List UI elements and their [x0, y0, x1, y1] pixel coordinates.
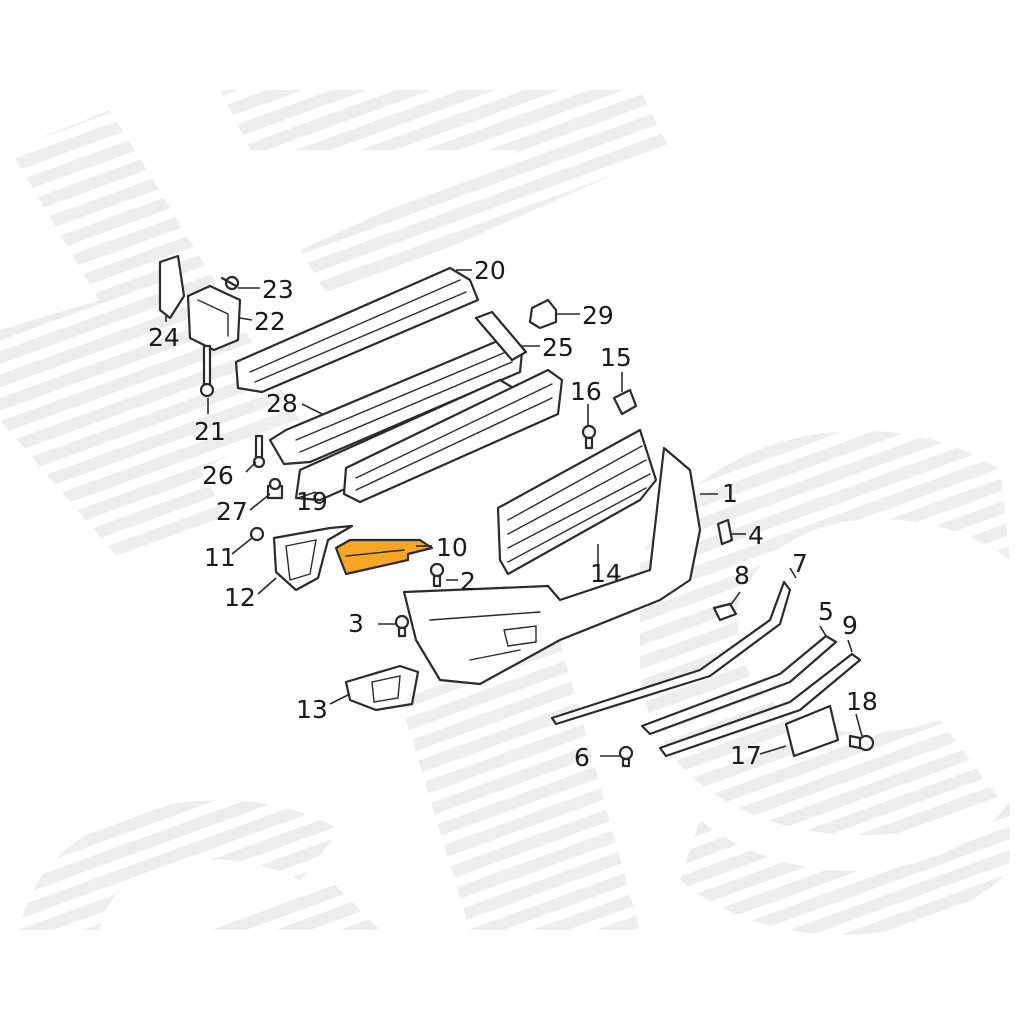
callout-27: 27 — [216, 497, 248, 526]
part-18-fastener — [848, 734, 875, 752]
callout-11: 11 — [204, 543, 236, 572]
callout-14: 14 — [590, 559, 622, 588]
callout-28: 28 — [266, 389, 298, 418]
callout-18: 18 — [846, 687, 878, 716]
callout-2: 2 — [460, 567, 476, 596]
callout-13: 13 — [296, 695, 328, 724]
part-4-bracket — [716, 518, 734, 546]
callout-12: 12 — [224, 583, 256, 612]
part-28-carrier — [268, 310, 528, 466]
callout-17: 17 — [730, 741, 762, 770]
part-8-bracket — [712, 602, 738, 622]
callout-1: 1 — [722, 479, 738, 508]
callout-8: 8 — [734, 561, 750, 590]
callout-20: 20 — [474, 256, 506, 285]
part-10-air-duct — [334, 538, 434, 576]
callout-7: 7 — [792, 549, 808, 578]
part-14-grille — [496, 428, 658, 576]
callout-6: 6 — [574, 743, 590, 772]
callout-3: 3 — [348, 609, 364, 638]
part-9-trim — [658, 652, 862, 758]
callout-24: 24 — [148, 323, 180, 352]
part-2-clip — [429, 562, 445, 588]
part-13-cover — [344, 664, 420, 712]
part-22-bracket — [186, 284, 242, 352]
part-23-screw — [220, 275, 240, 291]
part-3-clip — [394, 614, 410, 638]
callout-29: 29 — [582, 301, 614, 330]
part-1-bumper-cover — [402, 446, 702, 686]
callout-9: 9 — [842, 611, 858, 640]
callout-labels: 20 23 22 24 29 25 15 16 28 21 26 19 27 1… — [148, 256, 878, 772]
callout-10: 10 — [436, 533, 468, 562]
part-15-clip — [612, 388, 638, 416]
leader-lines — [165, 269, 863, 757]
part-11-clip — [249, 526, 265, 542]
part-5-trim — [640, 634, 838, 736]
callout-25: 25 — [542, 333, 574, 362]
part-6-clip — [618, 745, 634, 768]
part-29-bracket — [528, 298, 558, 330]
part-21-bolt — [199, 344, 215, 398]
callout-21: 21 — [194, 417, 226, 446]
callout-5: 5 — [818, 597, 834, 626]
callout-16: 16 — [570, 377, 602, 406]
callout-26: 26 — [202, 461, 234, 490]
part-17-plate — [784, 704, 840, 758]
part-7-trim — [550, 580, 792, 726]
part-27-clip — [266, 477, 284, 500]
part-16-fastener — [581, 424, 597, 450]
callout-19: 19 — [296, 487, 328, 516]
callout-22: 22 — [254, 307, 286, 336]
callout-15: 15 — [600, 343, 632, 372]
part-24-mount — [158, 254, 186, 320]
part-12-bracket — [272, 524, 354, 592]
part-20-reinforcement-beam — [234, 266, 480, 394]
part-19-absorber — [342, 368, 564, 504]
callout-4: 4 — [748, 521, 764, 550]
part-26-bolt — [252, 434, 266, 469]
callout-23: 23 — [262, 275, 294, 304]
